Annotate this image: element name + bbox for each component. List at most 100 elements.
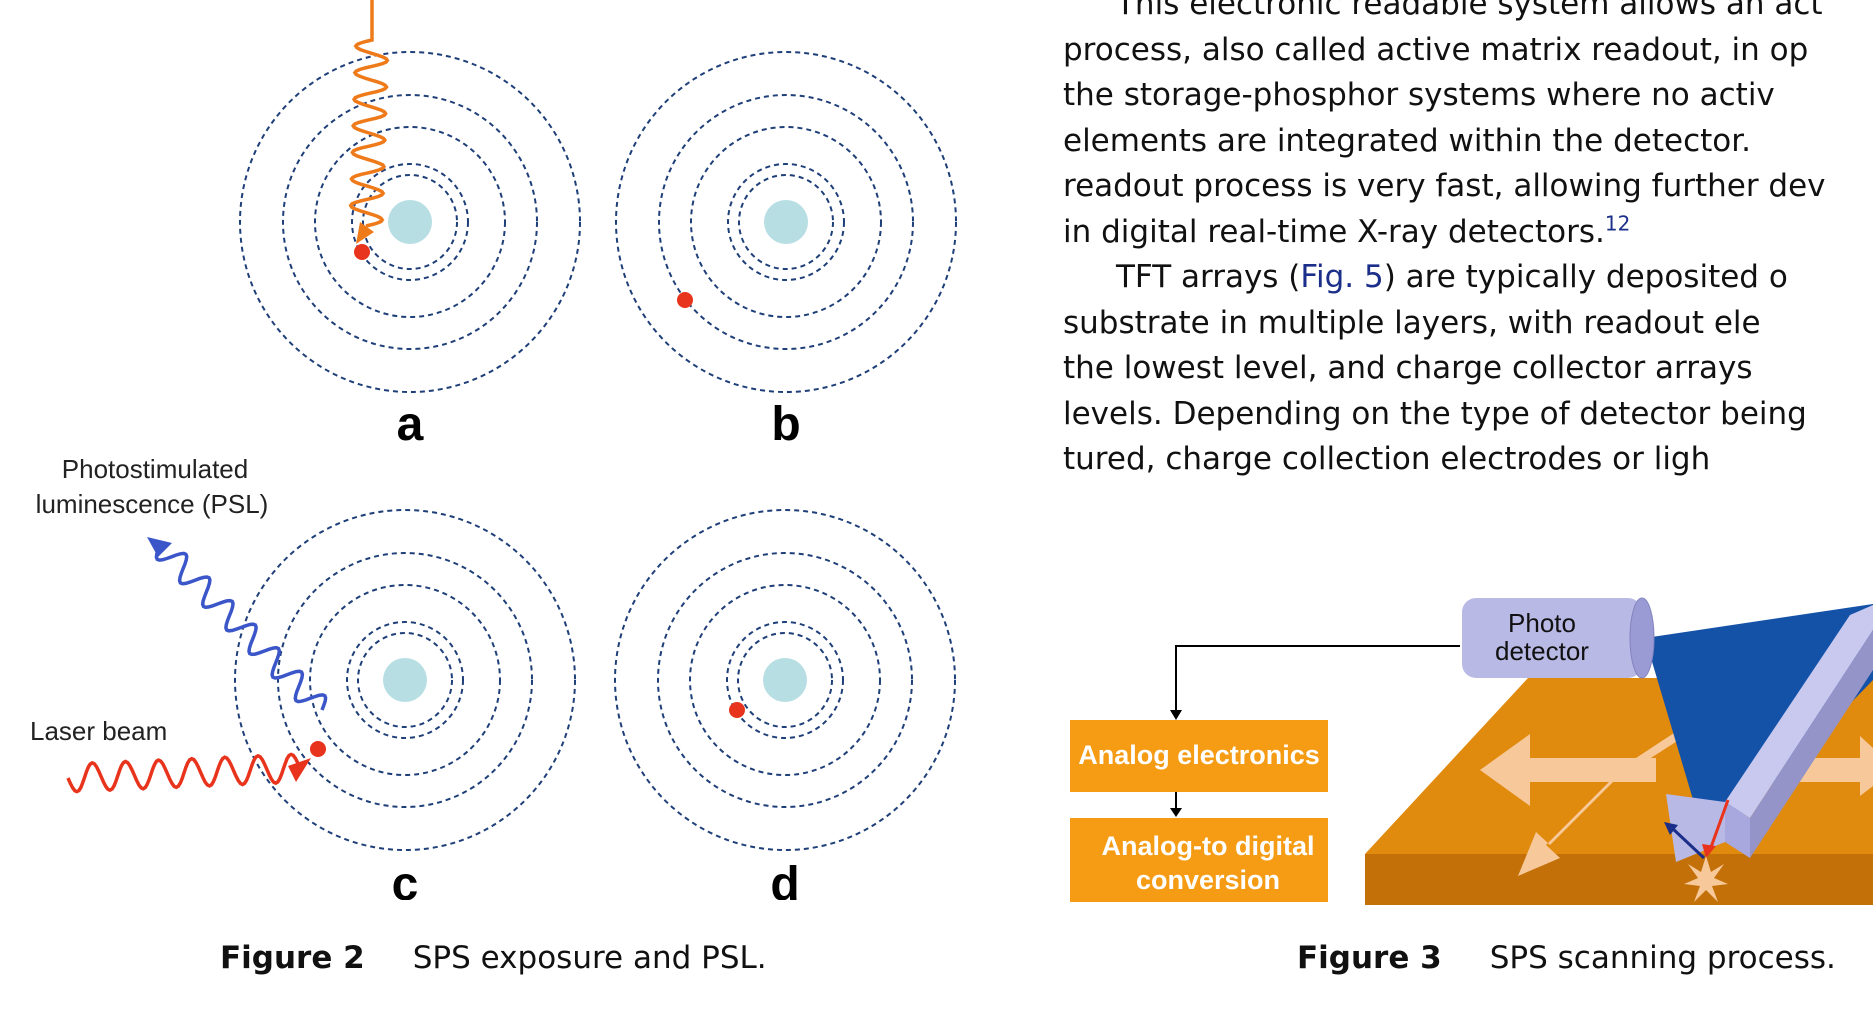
nucleus	[388, 200, 432, 244]
adc-label-line2: conversion	[1136, 865, 1280, 895]
adc-label-line1: Analog-to digital	[1102, 831, 1315, 861]
panel-d-atom	[614, 509, 956, 851]
psl-arrow-down-left	[1518, 775, 1620, 876]
nucleus	[764, 200, 808, 244]
electron-a	[354, 244, 370, 260]
plate-front	[1365, 854, 1873, 905]
figure-2-caption-text: SPS exposure and PSL.	[412, 940, 767, 976]
adc-box	[1070, 818, 1328, 902]
orbit-ring	[239, 51, 581, 393]
psl-burst-icon	[1684, 856, 1728, 902]
panel-a-atom	[239, 51, 581, 393]
text-span: substrate in multiple layers, with reado…	[1063, 304, 1761, 341]
text-line: readout process is very fast, allowing f…	[1063, 168, 1826, 204]
text-span: in digital real-time X-ray detectors.	[1063, 213, 1605, 250]
psl-arrow-right	[1800, 736, 1873, 796]
psl-arrowhead	[147, 537, 172, 557]
laser-arrowhead	[288, 758, 311, 782]
orbit-ring	[314, 126, 506, 318]
panel-c-atom	[234, 509, 576, 851]
text-span: TFT arrays (	[1116, 259, 1301, 295]
xray-wave	[348, 0, 390, 228]
panel-b-atom	[615, 51, 957, 393]
light-guide-rod-front	[1750, 630, 1873, 858]
panel-letter-d: d	[770, 858, 799, 900]
orbit-ring	[615, 51, 957, 393]
figure-3-caption: Figure 3 SPS scanning process.	[1297, 940, 1836, 976]
psl-label-line2: luminescence (PSL)	[36, 489, 269, 519]
text-span: readout process is very fast, allowing f…	[1063, 168, 1826, 204]
orbit-ring	[234, 509, 576, 851]
signal-arrowhead-2	[1170, 808, 1182, 817]
text-line: substrate in multiple layers, with reado…	[1063, 305, 1761, 341]
nucleus	[763, 658, 807, 702]
electron-b	[677, 292, 693, 308]
text-span: the lowest level, and charge collector a…	[1063, 350, 1753, 386]
orbit-ring	[737, 632, 833, 728]
text-span: ) are typically deposited o	[1383, 259, 1788, 295]
text-span: elements are integrated within the detec…	[1063, 122, 1751, 159]
psl-label-line1: Photostimulated	[62, 454, 248, 484]
panel-letter-c: c	[392, 858, 419, 900]
text-span: the storage-phosphor systems where no ac…	[1063, 77, 1775, 113]
laser-beam-label: Laser beam	[30, 716, 167, 746]
text-span: tured, charge collection electrodes or l…	[1063, 441, 1711, 477]
psl-arrow-left	[1480, 734, 1656, 806]
figure-3-caption-number: Figure 3	[1297, 940, 1442, 976]
figure-2-caption-number: Figure 2	[220, 940, 365, 976]
light-guide-rod-top	[1725, 605, 1873, 818]
text-line: process, also called active matrix reado…	[1063, 32, 1808, 68]
text-line: the storage-phosphor systems where no ac…	[1063, 77, 1775, 113]
text-span: This electronic readable system allows a…	[1116, 0, 1823, 22]
panel-letter-a: a	[397, 398, 424, 451]
orbit-ring	[657, 552, 913, 808]
laser-incident-arrowhead	[1702, 844, 1716, 858]
orbit-ring	[690, 126, 882, 318]
text-span: process, also called active matrix reado…	[1063, 31, 1809, 68]
psl-wave	[154, 544, 328, 711]
text-line: in digital real-time X-ray detectors.12	[1063, 211, 1631, 250]
text-line: tured, charge collection electrodes or l…	[1063, 441, 1710, 477]
laser-beam-cone	[1645, 604, 1873, 850]
orbit-ring	[309, 584, 501, 776]
orbit-ring	[689, 584, 881, 776]
photo-detector	[1462, 597, 1655, 679]
orbit-ring	[282, 94, 538, 350]
photo-detector-label-line1: Photo	[1508, 608, 1576, 638]
orbit-ring	[362, 174, 458, 270]
text-line: the lowest level, and charge collector a…	[1063, 350, 1753, 386]
analog-electronics-box	[1070, 720, 1328, 792]
analog-electronics-label: Analog electronics	[1078, 740, 1320, 770]
figure-3: Analog electronics Analog-to digital con…	[1070, 597, 1873, 905]
figure-3-caption-text: SPS scanning process.	[1489, 940, 1836, 976]
electron-d	[729, 702, 745, 718]
text-line: elements are integrated within the detec…	[1063, 123, 1751, 159]
text-line: This electronic readable system allows a…	[1116, 0, 1823, 22]
orbit-ring	[658, 94, 914, 350]
xray-arrowhead	[356, 222, 374, 244]
laser-wave	[66, 752, 302, 794]
figure-2-caption: Figure 2 SPS exposure and PSL.	[220, 940, 767, 976]
reference-superscript[interactable]: 12	[1604, 211, 1631, 236]
emitted-light-arrow	[1670, 826, 1706, 860]
emitted-light-arrowhead	[1664, 822, 1678, 835]
signal-line	[1175, 645, 1460, 710]
figure-2: a b c d Photostimulated luminescence (PS…	[30, 0, 957, 900]
orbit-ring	[357, 632, 453, 728]
laser-incident-arrow	[1708, 799, 1730, 851]
orbit-ring	[277, 552, 533, 808]
orbit-ring	[738, 174, 834, 270]
light-guide-rod-side	[1725, 802, 1750, 858]
orbit-ring	[726, 621, 844, 739]
nucleus	[383, 658, 427, 702]
text-span: levels. Depending on the type of detecto…	[1063, 395, 1807, 432]
electron-c	[310, 741, 326, 757]
text-line: TFT arrays (Fig. 5) are typically deposi…	[1116, 259, 1788, 295]
photo-detector-label-line2: detector	[1495, 636, 1589, 666]
panel-letter-b: b	[771, 398, 800, 451]
orbit-ring	[351, 163, 469, 281]
signal-arrowhead-1	[1170, 710, 1182, 720]
orbit-ring	[614, 509, 956, 851]
orbit-ring	[346, 621, 464, 739]
figure-link[interactable]: Fig. 5	[1300, 259, 1384, 295]
